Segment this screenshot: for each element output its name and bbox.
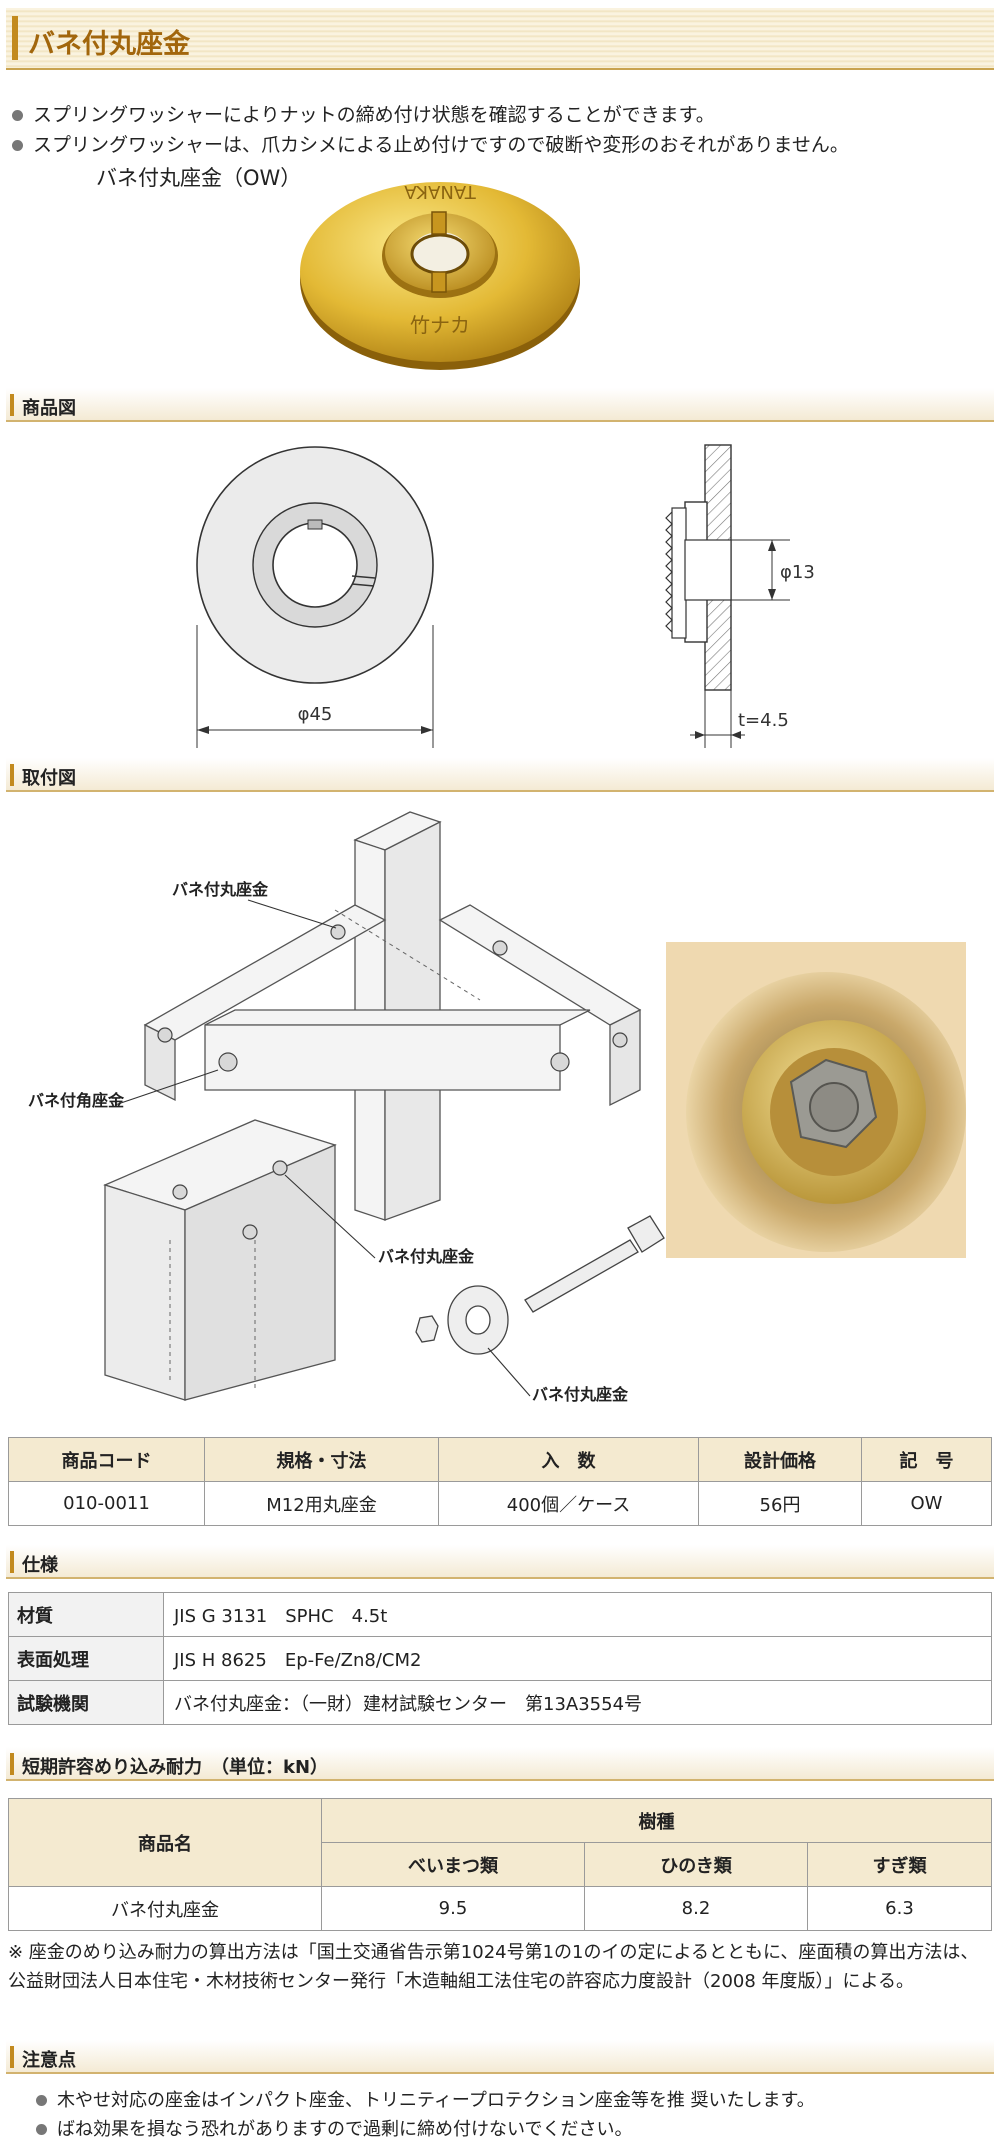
- mounting-label-round-1: バネ付丸座金: [172, 880, 269, 899]
- page-title: バネ付丸座金: [28, 29, 190, 60]
- table-cell: バネ付丸座金: [8, 1886, 322, 1931]
- bullet-icon: [36, 2095, 47, 2106]
- section-product-drawing: 商品図: [6, 388, 994, 422]
- table-header-cell: ひのき類: [584, 1842, 808, 1887]
- table-header-cell: 商品名: [8, 1798, 322, 1887]
- mounting-label-round-3: バネ付丸座金: [532, 1385, 629, 1404]
- mounting-label-round-2: バネ付丸座金: [378, 1247, 475, 1266]
- spec-label: 表面処理: [8, 1636, 164, 1681]
- table-row: 材質 JIS G 3131 SPHC 4.5t: [8, 1592, 992, 1637]
- calculation-note: ※ 座金のめり込み耐力の算出方法は「国土交通省告示第1024号第1の1のイの定に…: [8, 1942, 979, 1992]
- table-row: 010-0011 M12用丸座金 400個／ケース 56円 OW: [8, 1481, 992, 1526]
- table-row: 表面処理 JIS H 8625 Ep-Fe/Zn8/CM2: [8, 1636, 992, 1681]
- spec-value: バネ付丸座金：（一財）建材試験センター 第13A3554号: [163, 1680, 992, 1725]
- section-accent-bar: [10, 764, 14, 786]
- emboss-top: TANAKA: [404, 181, 477, 202]
- section-accent-bar: [10, 1753, 14, 1775]
- section-title: 注意点: [22, 2050, 76, 2071]
- table-row: バネ付丸座金 9.5 8.2 6.3: [8, 1886, 992, 1931]
- table-header-cell: 規格・寸法: [204, 1437, 439, 1482]
- title-accent-bar: [12, 16, 18, 60]
- spec-table: 材質 JIS G 3131 SPHC 4.5t 表面処理 JIS H 8625 …: [8, 1592, 992, 1725]
- section-title: 商品図: [22, 398, 76, 419]
- table-cell: 9.5: [321, 1886, 585, 1931]
- bullet-icon: [12, 109, 23, 121]
- feature-text: スプリングワッシャーによりナットの締め付け状態を確認することができます。: [33, 104, 715, 126]
- feature-list: スプリングワッシャーによりナットの締め付け状態を確認することができます。 スプリ…: [12, 100, 992, 160]
- section-caution: 注意点: [6, 2040, 994, 2074]
- table-cell: 400個／ケース: [438, 1481, 699, 1526]
- caution-text: ばね効果を損なう恐れがありますので過剰に締め付けないでください。: [57, 2119, 633, 2140]
- product-photo-label: バネ付丸座金（OW）: [96, 166, 302, 190]
- product-table: 商品コード 規格・寸法 入 数 設計価格 記 号 010-0011 M12用丸座…: [8, 1437, 992, 1526]
- bullet-icon: [12, 139, 23, 151]
- mounting-label-square: バネ付角座金: [28, 1091, 125, 1110]
- section-accent-bar: [10, 394, 14, 416]
- mounting-photo: [666, 942, 966, 1258]
- table-cell: 56円: [698, 1481, 862, 1526]
- table-header-cell: 入 数: [438, 1437, 699, 1482]
- section-capacity: 短期許容めり込み耐力 （単位：kN）: [6, 1747, 994, 1781]
- table-header-cell: 設計価格: [698, 1437, 862, 1482]
- table-header-row: 商品コード 規格・寸法 入 数 設計価格 記 号: [8, 1437, 992, 1482]
- product-photo: TANAKA 竹ナカ: [300, 181, 580, 370]
- table-cell: OW: [861, 1481, 992, 1526]
- mounting-drawing: バネ付丸座金 バネ付角座金 バネ付丸座金 バネ付丸座金: [28, 811, 665, 1404]
- table-row: 試験機関 バネ付丸座金：（一財）建材試験センター 第13A3554号: [8, 1680, 992, 1725]
- spec-label: 試験機関: [8, 1680, 164, 1725]
- product-drawing: φ45 φ13 t=4.5: [196, 444, 815, 748]
- capacity-table: 商品名 樹種 べいまつ類 ひのき類 すぎ類 バネ付丸座金 9.5 8.2 6.3: [8, 1798, 992, 1931]
- spec-label: 材質: [8, 1592, 164, 1637]
- section-spec: 仕様: [6, 1545, 994, 1579]
- feature-item: スプリングワッシャーによりナットの締め付け状態を確認することができます。: [12, 100, 992, 130]
- spec-value: JIS H 8625 Ep-Fe/Zn8/CM2: [163, 1636, 992, 1681]
- bullet-icon: [36, 2124, 47, 2135]
- caution-item: 木やせ対応の座金はインパクト座金、トリニティープロテクション座金等を推 奨いたし…: [36, 2086, 815, 2115]
- table-header-cell: 樹種: [321, 1798, 992, 1843]
- table-cell: 8.2: [584, 1886, 808, 1931]
- spec-value: JIS G 3131 SPHC 4.5t: [163, 1592, 992, 1637]
- caution-text: 木やせ対応の座金はインパクト座金、トリニティープロテクション座金等を推 奨いたし…: [57, 2090, 815, 2111]
- section-title: 取付図: [22, 768, 76, 789]
- section-title: 短期許容めり込み耐力 （単位：kN）: [22, 1757, 329, 1778]
- table-header-cell: すぎ類: [807, 1842, 992, 1887]
- table-header-row: べいまつ類 ひのき類 すぎ類: [9, 1842, 992, 1887]
- table-header-cell: 商品コード: [8, 1437, 205, 1482]
- table-cell: M12用丸座金: [204, 1481, 439, 1526]
- table-cell: 010-0011: [8, 1481, 205, 1526]
- feature-text: スプリングワッシャーは、爪カシメによる止め付けですので破断や変形のおそれがありま…: [33, 134, 849, 156]
- section-accent-bar: [10, 2046, 14, 2068]
- emboss-bottom: 竹ナカ: [410, 313, 470, 337]
- table-header-row: 商品名 樹種: [8, 1798, 992, 1887]
- diameter-label: φ45: [298, 704, 333, 725]
- table-header-cell: 記 号: [861, 1437, 992, 1482]
- feature-item: スプリングワッシャーは、爪カシメによる止め付けですので破断や変形のおそれがありま…: [12, 130, 992, 160]
- thickness-label: t=4.5: [738, 710, 789, 731]
- section-title: 仕様: [22, 1555, 58, 1576]
- page-title-band: バネ付丸座金: [6, 8, 994, 70]
- caution-list: 木やせ対応の座金はインパクト座金、トリニティープロテクション座金等を推 奨いたし…: [36, 2086, 815, 2144]
- table-header-cell: べいまつ類: [321, 1842, 585, 1887]
- section-mounting-drawing: 取付図: [6, 758, 994, 792]
- hole-label: φ13: [780, 562, 815, 583]
- table-cell: 6.3: [807, 1886, 992, 1931]
- section-accent-bar: [10, 1551, 14, 1573]
- caution-item: ばね効果を損なう恐れがありますので過剰に締め付けないでください。: [36, 2115, 815, 2144]
